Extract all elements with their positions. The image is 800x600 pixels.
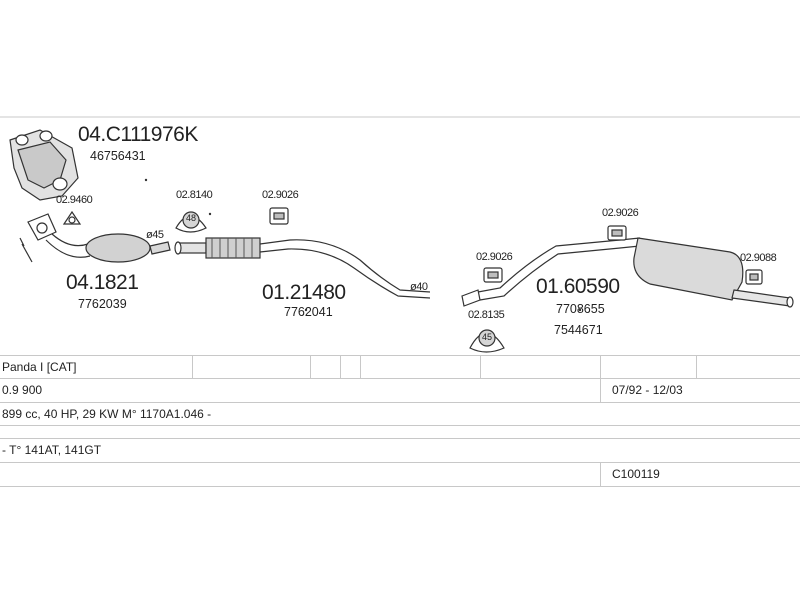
fitting-02-9026-b: 02.9026 [602,207,639,219]
table-spec: 899 cc, 40 HP, 29 KW M° 1170A1.046 - [2,407,212,421]
diameter-45: ø45 [146,229,164,241]
fitting-02-8140: 02.8140 [176,189,213,201]
fitting-02-9460: 02.9460 [56,194,93,206]
catalyst-ref: 7762039 [78,297,127,311]
hanger-icons [269,207,763,285]
catalyst-part-code: 04.1821 [66,271,139,294]
exhaust-diagram [0,116,800,353]
front-pipe-part-code: 01.21480 [262,281,346,304]
rear-silencer-part-code: 01.60590 [536,275,620,298]
fitting-02-8135: 02.8135 [468,309,505,321]
rear-silencer-ref-1: 7708655 [556,302,605,316]
diameter-40: ø40 [410,281,428,293]
gasket-drawing [19,213,57,263]
badge-45: 45 [482,332,493,342]
table-types: - T° 141AT, 141GT [2,443,102,457]
front-pipe-ref: 7762041 [284,305,333,319]
catalyst-drawing [45,233,171,263]
badge-48: 48 [186,213,197,223]
rear-silencer-drawing [461,237,794,308]
leader-marks [144,178,582,312]
fitting-02-9026-a: 02.9026 [262,189,299,201]
fitting-02-9088: 02.9088 [740,252,777,264]
table-code: C100119 [612,467,660,481]
triangle-gasket-drawing [62,210,82,225]
table-model: Panda I [CAT] [2,360,77,374]
manifold-ref: 46756431 [90,149,146,163]
front-pipe-drawing [174,237,431,299]
exhaust-manifold-drawing [9,129,79,201]
ring-gaskets [175,211,505,353]
table-engine: 0.9 900 [2,383,43,397]
rear-silencer-ref-2: 7544671 [554,323,603,337]
manifold-part-code: 04.C111976K [78,123,198,146]
table-years: 07/92 - 12/03 [612,383,683,397]
fitting-02-9026-c: 02.9026 [476,251,513,263]
